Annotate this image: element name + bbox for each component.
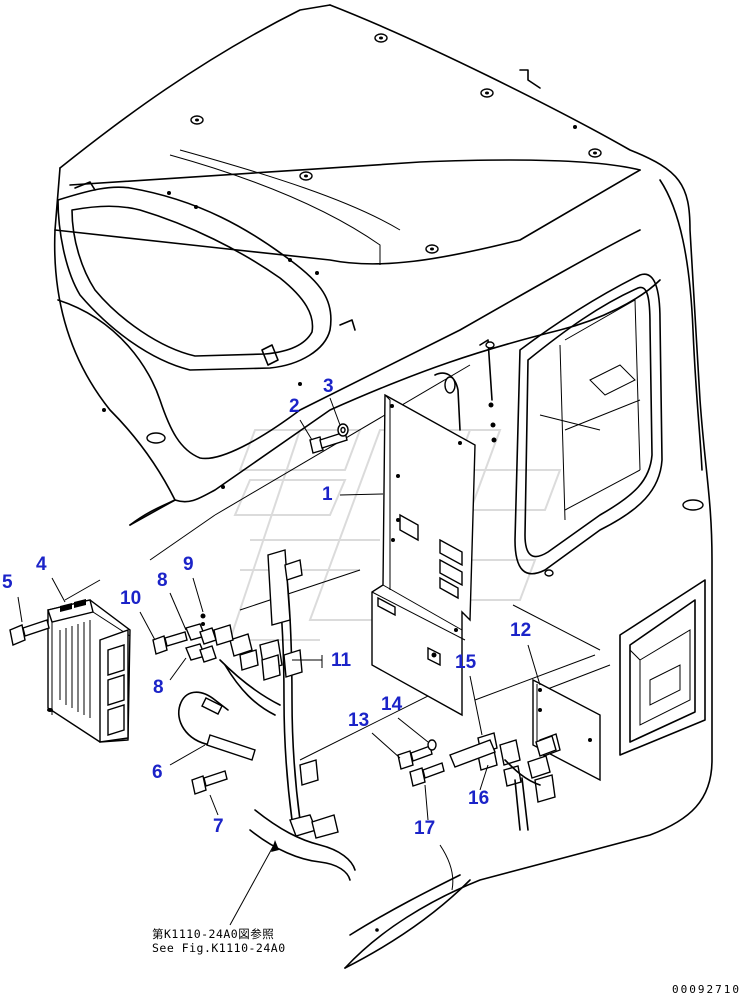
callout-16[interactable]: 16 [468,788,490,809]
callout-11[interactable]: 11 [331,650,352,671]
reference-note-jp: 第K1110-24A0図参照 [152,927,275,941]
bracket-plate [371,393,476,717]
bolt-5 [9,619,50,646]
callout-8-lower[interactable]: 8 [153,677,164,698]
callout-13[interactable]: 13 [348,710,370,731]
reference-note: 第K1110-24A0図参照 See Fig.K1110-24A0 [152,927,286,956]
washer-14 [427,739,437,751]
callout-2[interactable]: 2 [289,396,300,417]
callout-14[interactable]: 14 [381,694,403,715]
callout-4[interactable]: 4 [36,554,47,575]
document-number: 00092710 [672,983,741,996]
leader-lines [64,364,611,761]
relays-15-16 [449,732,557,831]
callout-3[interactable]: 3 [323,376,334,397]
bolt-7 [191,770,228,795]
harness-11 [213,549,356,881]
callout-17[interactable]: 17 [414,818,436,839]
callout-15[interactable]: 15 [455,652,477,673]
callout-8-upper[interactable]: 8 [157,570,168,591]
callout-1[interactable]: 1 [322,484,333,505]
bolt-17 [409,762,445,787]
cab-body [53,4,713,969]
callout-12[interactable]: 12 [510,620,532,641]
callout-6[interactable]: 6 [152,762,163,783]
cable-6 [178,691,256,761]
relays-8-9 [185,613,217,663]
bolt-10 [152,631,188,655]
callout-9[interactable]: 9 [183,554,194,575]
callout-10[interactable]: 10 [120,588,142,609]
controller-4 [47,599,131,743]
roof-bolts [102,33,602,489]
callout-5[interactable]: 5 [2,572,13,593]
bolt-2 [309,431,348,454]
reference-note-en: See Fig.K1110-24A0 [152,941,286,956]
washer-3 [337,423,349,437]
bolt-13 [397,745,433,770]
callout-7[interactable]: 7 [213,816,224,837]
